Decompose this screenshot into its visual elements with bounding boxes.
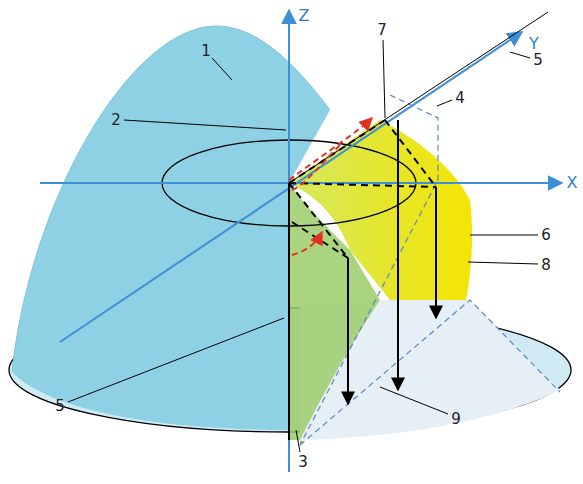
axis-label: Z [299, 8, 310, 24]
paraboloid-surface [12, 26, 330, 430]
callout-number: 1 [201, 44, 211, 59]
callout-number: 6 [541, 228, 551, 243]
callout-number: 5 [533, 53, 543, 68]
yellow-section [289, 120, 472, 300]
callout-number: 8 [541, 258, 551, 273]
callout-number: 2 [111, 113, 121, 128]
leader-lines [68, 40, 538, 452]
line-five [289, 12, 548, 183]
callout-number: 9 [451, 412, 461, 427]
y-axis [60, 32, 522, 342]
callout-number: 7 [377, 23, 387, 38]
callout-number: 4 [455, 91, 465, 106]
z-axis [288, 10, 290, 472]
axis-label: X [567, 175, 578, 191]
callout-number: 5 [55, 399, 65, 414]
axis-label: Y [529, 36, 539, 52]
callout-number: 3 [298, 455, 308, 470]
